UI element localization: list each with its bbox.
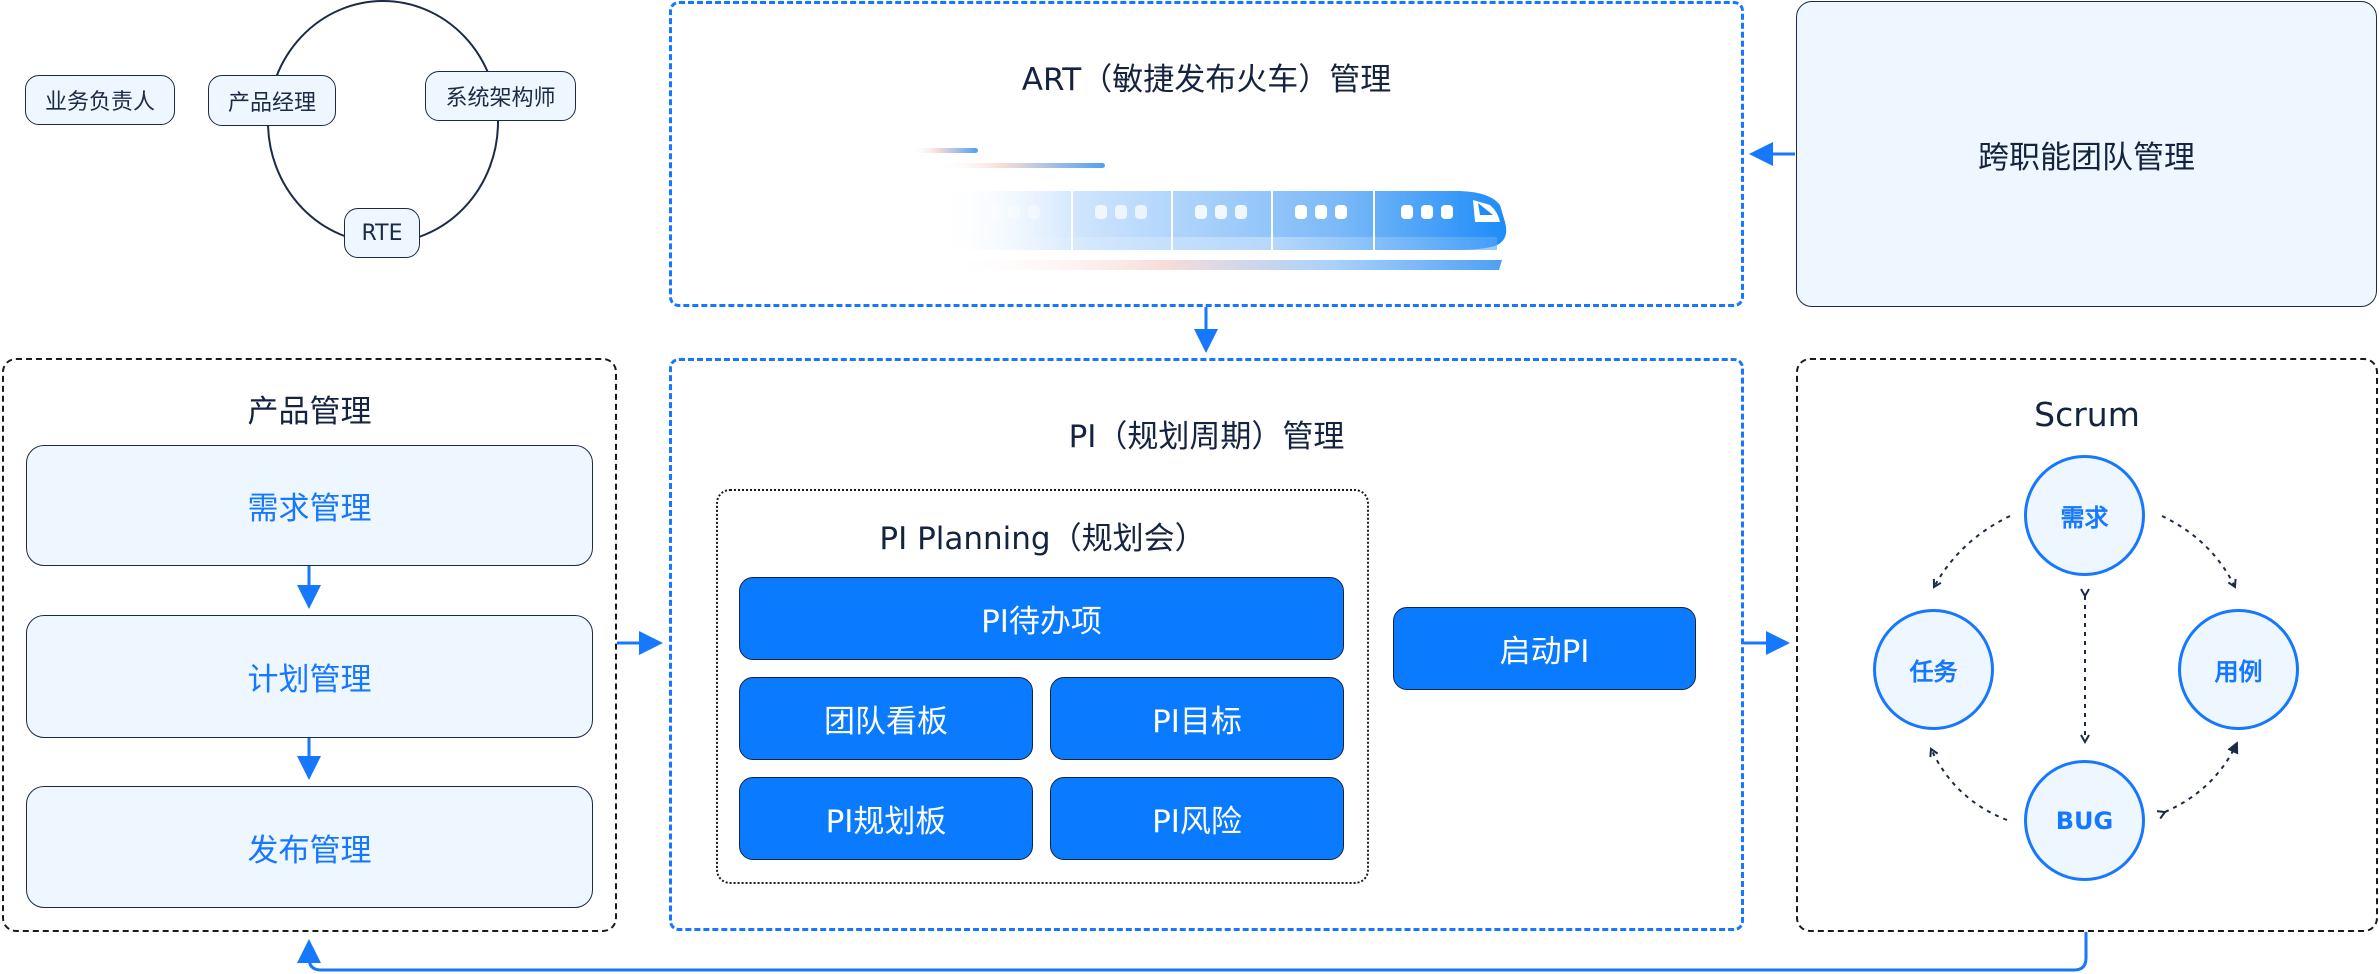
role-business-owner: 业务负责人: [25, 75, 175, 125]
cross-functional-team-panel[interactable]: 跨职能团队管理: [1796, 1, 2377, 307]
pi-management-panel: PI（规划周期）管理: [669, 358, 1744, 931]
cross-functional-title: 跨职能团队管理: [1978, 139, 2195, 176]
pi-title: PI（规划周期）管理: [1068, 418, 1345, 455]
train-icon: [932, 144, 1532, 284]
role-rte: RTE: [344, 208, 420, 258]
pi-planning-panel: PI Planning（规划会）: [716, 489, 1369, 884]
pi-backlog-button[interactable]: PI待办项: [739, 577, 1344, 660]
role-product-manager: 产品经理: [208, 75, 336, 126]
start-pi-button[interactable]: 启动PI: [1393, 607, 1696, 690]
pi-risks-button[interactable]: PI风险: [1050, 777, 1344, 860]
pi-planning-title: PI Planning（规划会）: [879, 520, 1206, 557]
scrum-node-task[interactable]: 任务: [1873, 609, 1994, 730]
requirement-management-box[interactable]: 需求管理: [26, 445, 593, 566]
scrum-panel: Scrum: [1796, 358, 2378, 932]
plan-management-box[interactable]: 计划管理: [26, 615, 593, 738]
product-management-panel: 产品管理: [2, 358, 617, 932]
scrum-node-requirement[interactable]: 需求: [2024, 455, 2145, 576]
role-system-architect: 系统架构师: [425, 71, 576, 121]
scrum-node-test-case[interactable]: 用例: [2178, 609, 2299, 730]
scrum-title: Scrum: [2034, 394, 2140, 434]
release-management-box[interactable]: 发布管理: [26, 786, 593, 908]
team-board-button[interactable]: 团队看板: [739, 677, 1033, 760]
pi-objectives-button[interactable]: PI目标: [1050, 677, 1344, 760]
scrum-node-bug[interactable]: BUG: [2024, 760, 2145, 881]
product-title: 产品管理: [247, 393, 372, 430]
pi-planning-board-button[interactable]: PI规划板: [739, 777, 1033, 860]
art-title: ART（敏捷发布火车）管理: [1021, 61, 1392, 98]
art-management-panel: ART（敏捷发布火车）管理: [669, 1, 1744, 307]
